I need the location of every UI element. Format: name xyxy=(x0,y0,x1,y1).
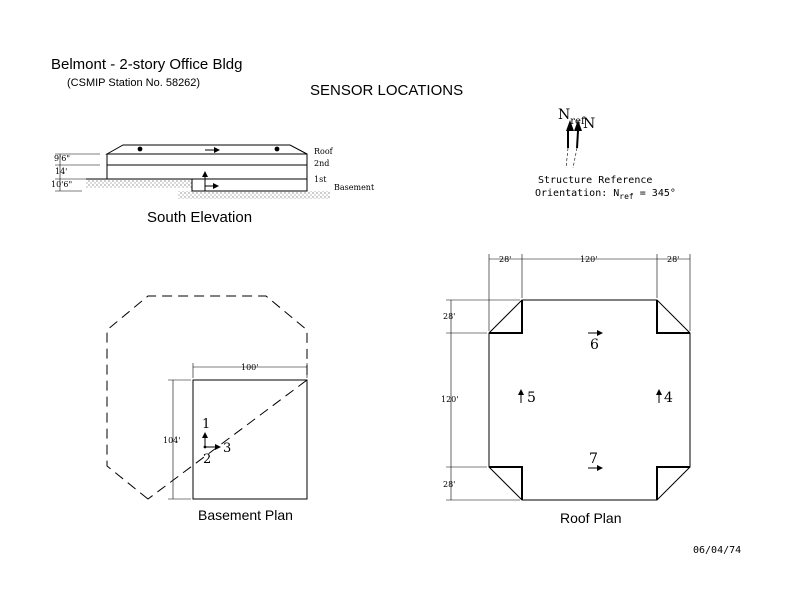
level-2nd-label: 2nd xyxy=(314,159,329,168)
dim-lower-story: 10'6" xyxy=(51,180,72,189)
basement-plan: 100' 104' 1 2 3 Basement Plan xyxy=(106,295,308,523)
sensor-5-label: 5 xyxy=(527,390,536,406)
sensor-3-label: 3 xyxy=(223,441,231,456)
orientation-caption-line2: Orientation: Nref = 345° xyxy=(535,188,676,201)
sensor-6-label: 6 xyxy=(590,337,599,353)
nref-arrowhead-icon xyxy=(566,120,574,131)
corner-notch-top-left xyxy=(489,300,523,334)
basement-outline xyxy=(191,179,308,192)
top-dim-left: 28' xyxy=(499,255,511,264)
basement-horizontal-arrow-icon xyxy=(213,183,219,189)
corner-notch-bottom-right xyxy=(656,466,690,500)
basement-outline xyxy=(192,379,308,500)
side-dim-center: 120' xyxy=(441,395,458,404)
sensor-7-label: 7 xyxy=(589,451,598,467)
side-dim-bottom: 28' xyxy=(443,480,455,489)
sensor-3-arrow-icon xyxy=(215,444,221,450)
level-basement-label: Basement xyxy=(334,183,375,192)
basement-plan-title: Basement Plan xyxy=(198,507,293,523)
sensor-2-label: 2 xyxy=(203,452,211,467)
first-story xyxy=(106,164,308,180)
sensor-5-arrow-icon xyxy=(518,389,524,395)
top-dim-right: 28' xyxy=(667,255,679,264)
basement-vertical-arrow-icon xyxy=(202,171,208,177)
building-footprint-outline-dashed xyxy=(106,295,308,500)
sensor-1-arrow-icon xyxy=(202,432,208,438)
roof-outline xyxy=(488,299,691,501)
roof-sensor-dot-left xyxy=(137,146,143,152)
ground-hatch-left xyxy=(86,179,192,188)
north-arrowhead-icon xyxy=(574,120,582,131)
sensor-2-vertical-icon xyxy=(203,445,207,449)
sensor-4-label: 4 xyxy=(664,390,673,406)
nref-label: Nref xyxy=(558,107,586,127)
corner-notch-bottom-left xyxy=(489,466,523,500)
drawing-title: Belmont - 2-story Office Bldg xyxy=(51,56,242,73)
dim-upper-story: 9'6" xyxy=(54,154,70,163)
orientation-caption-line1: Structure Reference xyxy=(538,175,652,186)
south-elevation: Roof 2nd 1st Basement 9'6" 14' 10'6" Sou… xyxy=(51,144,375,226)
north-dashed-line xyxy=(572,147,578,169)
north-arrow-group: Nref N Structure Reference Orientation: … xyxy=(535,107,676,201)
dim-middle-story: 14' xyxy=(55,167,67,176)
roof-plan-title: Roof Plan xyxy=(560,510,621,526)
sensor-4-arrow-icon xyxy=(656,389,662,395)
basement-height-dim: 104' xyxy=(163,436,180,445)
sensor-7-arrow-icon xyxy=(597,465,603,471)
second-story xyxy=(106,153,308,166)
level-roof-label: Roof xyxy=(314,147,334,156)
sensor-1-label: 1 xyxy=(202,417,210,432)
roof-sensor-dot-right xyxy=(274,146,280,152)
south-elevation-title: South Elevation xyxy=(147,209,252,226)
true-north-label: N xyxy=(583,116,595,132)
top-dim-center: 120' xyxy=(580,255,597,264)
roof-plan: 28' 120' 28' 28' 120' 28' 6 7 5 4 Roof P… xyxy=(441,254,691,526)
side-dim-top: 28' xyxy=(443,312,455,321)
level-1st-label: 1st xyxy=(314,175,327,184)
sensor-6-arrow-icon xyxy=(597,330,603,336)
roof-sensor-arrow-icon xyxy=(214,147,220,153)
corner-notch-top-right xyxy=(656,300,690,334)
nref-dashed-line xyxy=(565,147,569,169)
station-number: (CSMIP Station No. 58262) xyxy=(67,77,200,89)
sensor-locations-heading: SENSOR LOCATIONS xyxy=(310,82,463,99)
basement-width-dim: 100' xyxy=(241,363,258,372)
ground-hatch-right xyxy=(178,191,330,199)
drawing-date: 06/04/74 xyxy=(693,545,741,556)
north-arrow-shaft xyxy=(576,130,579,149)
